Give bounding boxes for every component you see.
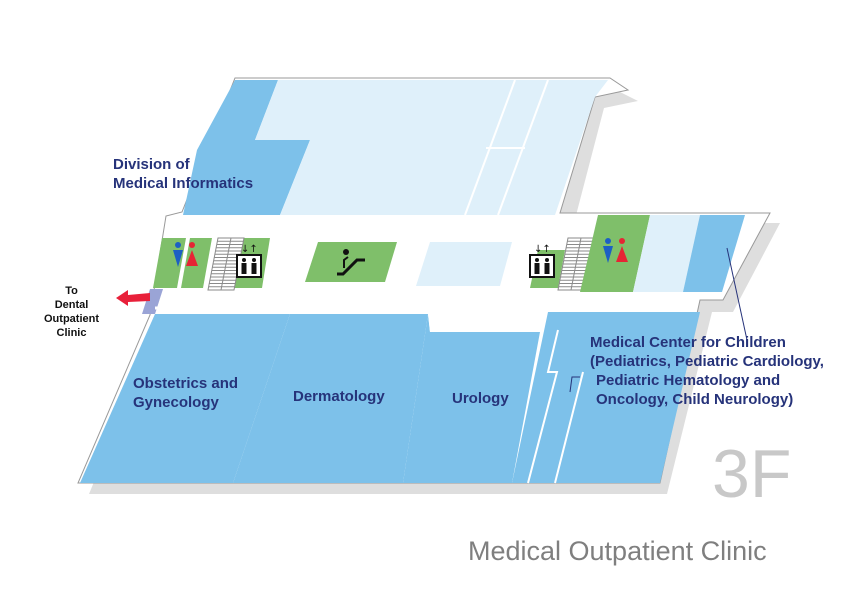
label-line: Urology [452, 390, 509, 407]
elevator-icon: ↓↑ [529, 244, 555, 278]
label-line: Medical Informatics [113, 175, 254, 192]
restroom-icon [603, 238, 628, 263]
label-dermatology: Dermatology [293, 387, 385, 406]
label-obstetrics: Obstetrics and Gynecology [133, 374, 238, 412]
label-line: Pediatric Hematology and [596, 372, 781, 389]
label-line: To [65, 285, 78, 297]
escalator-icon [337, 249, 365, 276]
svg-text:↓↑: ↓↑ [534, 244, 551, 255]
svg-text:↓↑: ↓↑ [241, 244, 258, 255]
room-urology[interactable] [403, 314, 540, 483]
label-childrens-center: Medical Center for Children (Pediatrics,… [590, 333, 824, 409]
room-medical-informatics[interactable] [183, 80, 310, 215]
open-area [416, 242, 512, 286]
label-direction: To Dental Outpatient Clinic [44, 284, 99, 340]
partition-line [554, 371, 584, 484]
label-medical-informatics: Division of Medical Informatics [113, 155, 253, 193]
label-line: Division of [113, 156, 190, 173]
leader-line [569, 376, 580, 393]
atrium-area [255, 80, 608, 215]
leader-line [726, 247, 748, 341]
label-line: Oncology, Child Neurology) [596, 391, 794, 408]
label-line: Gynecology [133, 394, 219, 411]
stairs-left [207, 237, 245, 291]
restroom-right[interactable] [580, 215, 650, 292]
label-line: Clinic [56, 327, 87, 339]
label-line: Dermatology [293, 388, 385, 405]
label-line: Obstetrics and [133, 375, 239, 392]
exit-patch [142, 289, 163, 314]
label-line: Medical Center for Children [590, 334, 786, 351]
room-children[interactable] [512, 312, 700, 483]
label-line: Outpatient [44, 313, 99, 325]
children-pale [633, 215, 700, 292]
floor-number: 3F [712, 436, 792, 512]
restroom-divider [177, 238, 190, 288]
label-line: (Pediatrics, Pediatric Cardiology, [590, 353, 824, 370]
room-dermatology[interactable] [233, 314, 428, 483]
restroom-icon [173, 242, 198, 267]
elevator-icon: ↓↑ [236, 244, 262, 278]
escalator-area[interactable] [305, 242, 397, 282]
building-name: Medical Outpatient Clinic [468, 536, 767, 566]
label-urology: Urology [452, 389, 509, 408]
arrow-left-icon [116, 290, 150, 306]
room-obstetrics[interactable] [80, 314, 290, 483]
room-urology-notch [428, 314, 540, 332]
label-line: Dental [54, 299, 89, 311]
partition-line [527, 329, 559, 484]
children-room-upper[interactable] [683, 215, 745, 292]
